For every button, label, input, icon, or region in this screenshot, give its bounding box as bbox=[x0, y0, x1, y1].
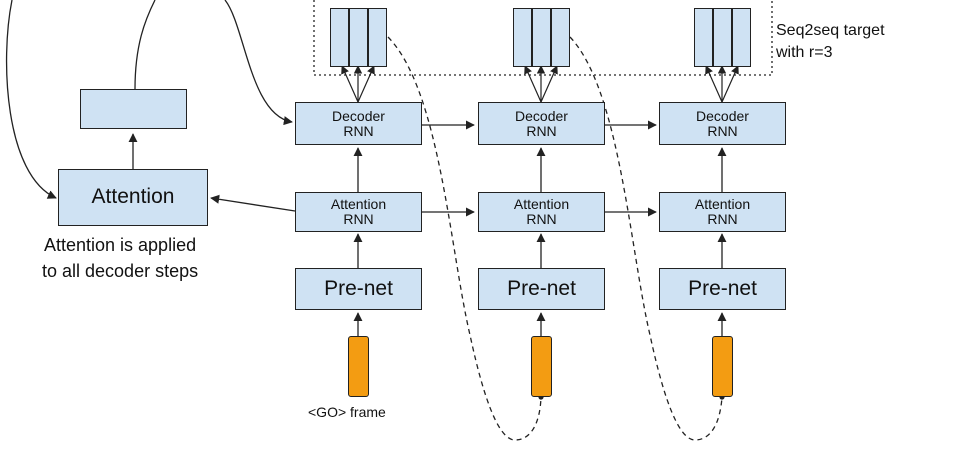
prenet-label: Pre-net bbox=[324, 276, 393, 300]
attention-rnn-1: Attention RNN bbox=[295, 192, 422, 232]
target-caption-line1: Seq2seq target bbox=[776, 22, 885, 39]
attention-rnn-label-line2: RNN bbox=[343, 211, 374, 227]
prenet-2: Pre-net bbox=[478, 268, 605, 310]
decoder-rnn-label-line2: RNN bbox=[526, 122, 557, 139]
target-caption-line2: with r=3 bbox=[776, 44, 833, 61]
input-frame-2 bbox=[531, 336, 552, 397]
prenet-1: Pre-net bbox=[295, 268, 422, 310]
prenet-label: Pre-net bbox=[507, 276, 576, 300]
fanout-col1 bbox=[341, 65, 375, 103]
edge-to-decoder-curve bbox=[224, 0, 293, 126]
attention-rnn-label-line1: Attention bbox=[694, 196, 751, 213]
decoder-rnn-label-line2: RNN bbox=[707, 122, 738, 139]
attention-rnn-label-line2: RNN bbox=[526, 211, 557, 227]
frame-divider bbox=[348, 9, 350, 66]
edge-into-attention-curve bbox=[5, 0, 57, 199]
target-frames-3 bbox=[694, 8, 751, 67]
edge-feedback-2-3 bbox=[569, 36, 725, 441]
attention-rnn-label-line2: RNN bbox=[707, 211, 738, 227]
attention-note-line1: Attention is applied bbox=[43, 235, 197, 255]
go-frame-label: <GO> frame bbox=[308, 404, 386, 420]
attention-note-line2: to all decoder steps bbox=[42, 261, 199, 281]
prenet-3: Pre-net bbox=[659, 268, 786, 310]
decoder-rnn-2: Decoder RNN bbox=[478, 102, 605, 145]
attention-rnn-3: Attention RNN bbox=[659, 192, 786, 232]
fanout-col2 bbox=[524, 65, 558, 103]
edge-attnrnn-to-attention bbox=[210, 194, 296, 212]
input-frame-1 bbox=[348, 336, 369, 397]
decoder-rnn-label-line2: RNN bbox=[343, 122, 374, 139]
frame-divider bbox=[531, 9, 533, 66]
target-caption: Seq2seq target with r=3 bbox=[776, 20, 885, 64]
prenet-label: Pre-net bbox=[688, 276, 757, 300]
attention-label: Attention bbox=[91, 185, 175, 209]
decoder-rnn-label-line1: Decoder bbox=[515, 107, 568, 124]
decoder-rnn-3: Decoder RNN bbox=[659, 102, 786, 145]
target-frames-1 bbox=[330, 8, 387, 67]
attention-box: Attention bbox=[58, 169, 208, 226]
fanout-col3 bbox=[705, 65, 739, 103]
decoder-rnn-label-line1: Decoder bbox=[332, 107, 385, 124]
input-frame-3 bbox=[712, 336, 733, 397]
edge-attention-output-curve bbox=[134, 0, 156, 90]
decoder-rnn-label-line1: Decoder bbox=[696, 107, 749, 124]
decoder-rnn-1: Decoder RNN bbox=[295, 102, 422, 145]
edge-feedback-1-2 bbox=[387, 36, 544, 441]
attention-note: Attention is applied to all decoder step… bbox=[42, 232, 198, 284]
attention-rnn-label-line1: Attention bbox=[513, 196, 570, 213]
frame-divider bbox=[731, 9, 733, 66]
attention-rnn-2: Attention RNN bbox=[478, 192, 605, 232]
attention-rnn-label-line1: Attention bbox=[330, 196, 387, 213]
target-frames-2 bbox=[513, 8, 570, 67]
frame-divider bbox=[712, 9, 714, 66]
frame-divider bbox=[550, 9, 552, 66]
frame-divider bbox=[367, 9, 369, 66]
attention-output-box bbox=[80, 89, 187, 129]
target-region-border bbox=[313, 0, 773, 76]
